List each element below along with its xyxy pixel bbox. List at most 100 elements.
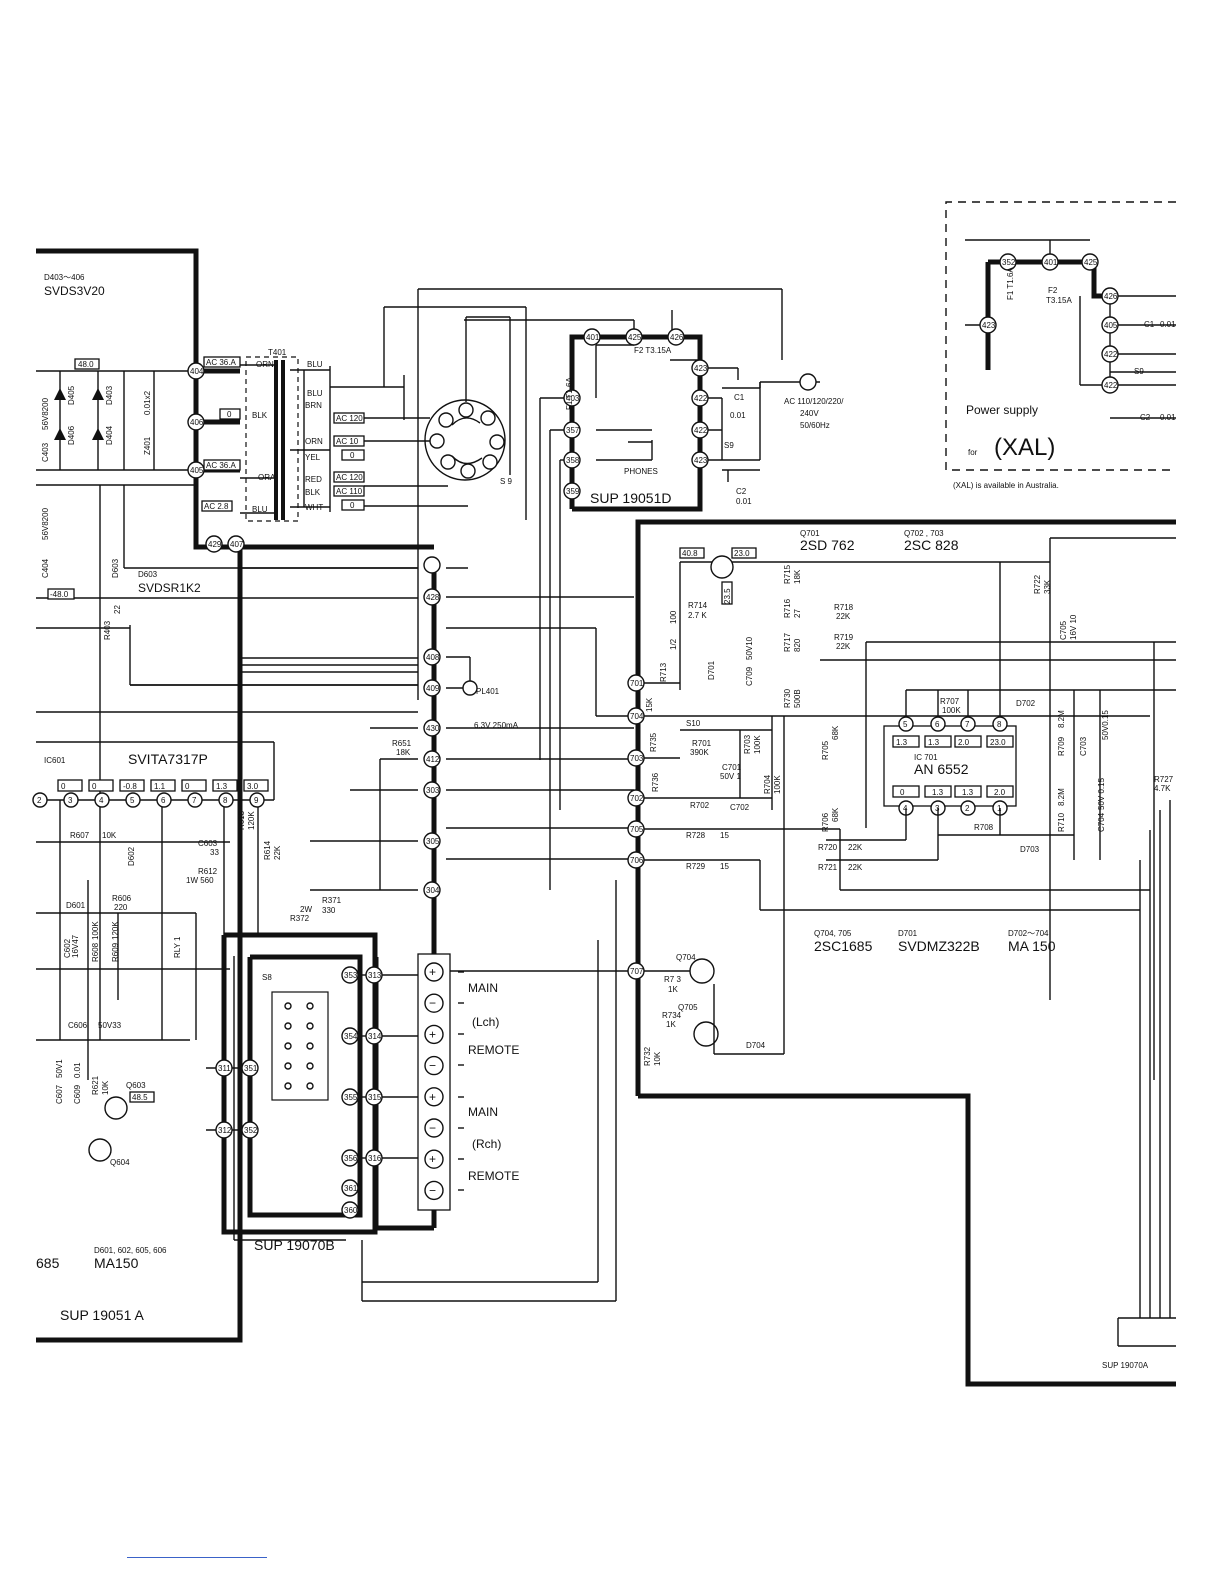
s9b: S9 — [724, 441, 734, 450]
r403: R403 — [103, 620, 112, 640]
r714-val: 2.7 K — [688, 611, 707, 620]
node-303: 303 — [426, 786, 440, 795]
r716: R716 — [783, 598, 792, 618]
ac-v240: 240V — [800, 409, 819, 418]
xal-c1-val: 0.01 — [1160, 320, 1176, 329]
s8: S8 — [262, 973, 272, 982]
speaker-terminals: +−+−+−+− MAIN (Lch) REMOTE MAIN (Rch) RE… — [361, 880, 617, 1302]
c606-val: 50V33 — [98, 1021, 122, 1030]
terminal-sign: − — [429, 1183, 436, 1197]
terminal-sign: − — [429, 996, 436, 1010]
c704: C704 — [1097, 812, 1106, 832]
r607: R607 — [70, 831, 90, 840]
q702: Q702 , 703 — [904, 529, 944, 538]
r720: R720 — [818, 843, 838, 852]
board-outline-19070a — [635, 519, 1176, 1387]
q701-part: 2SD 762 — [800, 537, 855, 553]
svita7317p: SVITA7317P — [128, 751, 208, 767]
c607: C607 — [55, 1084, 64, 1104]
q705: Q705 — [678, 1003, 698, 1012]
c709: C709 — [745, 666, 754, 686]
r651: R651 — [392, 739, 412, 748]
node-430: 430 — [426, 724, 440, 733]
node-408: 408 — [426, 653, 440, 662]
d704: D704 — [746, 1041, 766, 1050]
r614: R614 — [263, 840, 272, 860]
q704: Q704 — [676, 953, 696, 962]
ic601-pin: 6 — [161, 796, 166, 805]
node-401x: 352 — [1002, 258, 1016, 267]
ic701-voltage-top: 1.3 — [896, 738, 908, 747]
ac36a-2: AC 36.A — [206, 461, 236, 470]
transformer-t401: AC 36.A 0 AC 36.A AC 2.8 ORN BLK ORA BLU… — [196, 348, 434, 550]
c602: C602 — [63, 938, 72, 958]
r613: R613 — [237, 810, 246, 830]
r717-val: 820 — [793, 638, 802, 652]
sup-19070b: S8 313 314 315 316 353 354 355 356 361 3… — [206, 956, 418, 1253]
c603: C603 — [198, 839, 218, 848]
ac36a-1: AC 36.A — [206, 358, 236, 367]
c609: C609 — [73, 1084, 82, 1104]
r606: R606 — [112, 894, 132, 903]
node-423x: 426 — [1104, 292, 1118, 301]
node-313: 313 — [368, 971, 382, 980]
v23-5: 23.5 — [723, 588, 732, 604]
board-outline-19070b — [221, 932, 434, 1235]
wire-blk2: BLK — [305, 488, 321, 497]
c404: C404 — [41, 558, 50, 578]
c703-val: 50V0.15 — [1101, 710, 1110, 740]
ic701-voltage-top: 2.0 — [958, 738, 970, 747]
rly1: RLY 1 — [173, 936, 182, 958]
q685: 685 — [36, 1255, 60, 1271]
node-412: 412 — [426, 755, 440, 764]
node-406: 406 — [190, 418, 204, 427]
r73: R7 3 — [664, 975, 681, 984]
wire-brn: BRN — [305, 401, 322, 410]
r715: R715 — [783, 564, 792, 584]
terminal-sign: + — [429, 1027, 436, 1041]
c606: C606 — [68, 1021, 88, 1030]
wire-orn2: ORN — [305, 437, 323, 446]
z401: Z401 — [143, 436, 152, 455]
ic601-pin: 5 — [130, 796, 135, 805]
v48: 48.0 — [78, 360, 94, 369]
t401: T401 — [268, 348, 287, 357]
v48-5: 48.5 — [132, 1093, 148, 1102]
label-main-l: MAIN — [468, 981, 498, 995]
node-359: 359 — [566, 487, 580, 496]
node-428: 428 — [426, 593, 440, 602]
v0-t: 0 — [227, 410, 232, 419]
d603: D603 — [111, 558, 120, 578]
c2-val: 0.01 — [736, 497, 752, 506]
d404: D404 — [105, 425, 114, 445]
pl401: PL401 — [476, 687, 500, 696]
r621: R621 — [91, 1075, 100, 1095]
ac10: AC 10 — [336, 437, 359, 446]
terminal-sign: + — [429, 1152, 436, 1166]
central-bus: 404 406 405 429 407 428 408 409 430 412 … — [130, 362, 634, 972]
node-405x: 423 — [982, 321, 996, 330]
r705-val: 68K — [831, 725, 840, 740]
v23: 23.0 — [734, 549, 750, 558]
ac120: AC 120 — [336, 414, 363, 423]
node-423: 423 — [694, 364, 708, 373]
speaker-terminal — [424, 1149, 444, 1169]
node-409: 409 — [426, 684, 440, 693]
sup19051a: SUP 19051 A — [60, 1307, 144, 1323]
speaker-terminal — [424, 993, 444, 1013]
r704: R704 — [763, 774, 772, 794]
r720-val: 22K — [848, 843, 863, 852]
node-355: 355 — [344, 1093, 358, 1102]
ic701-pin: 5 — [903, 720, 908, 729]
node-316: 316 — [368, 1154, 382, 1163]
zener-1: 56V8200 — [41, 397, 50, 430]
r719: R719 — [834, 633, 854, 642]
c607-val: 50V1 — [55, 1059, 64, 1078]
r608: R608 — [91, 942, 100, 962]
d403: D403 — [105, 385, 114, 405]
c609-val: 0.01 — [73, 1062, 82, 1078]
s10: S10 — [686, 719, 701, 728]
r701-val: 390K — [690, 748, 709, 757]
label-rch: (Rch) — [472, 1137, 501, 1151]
